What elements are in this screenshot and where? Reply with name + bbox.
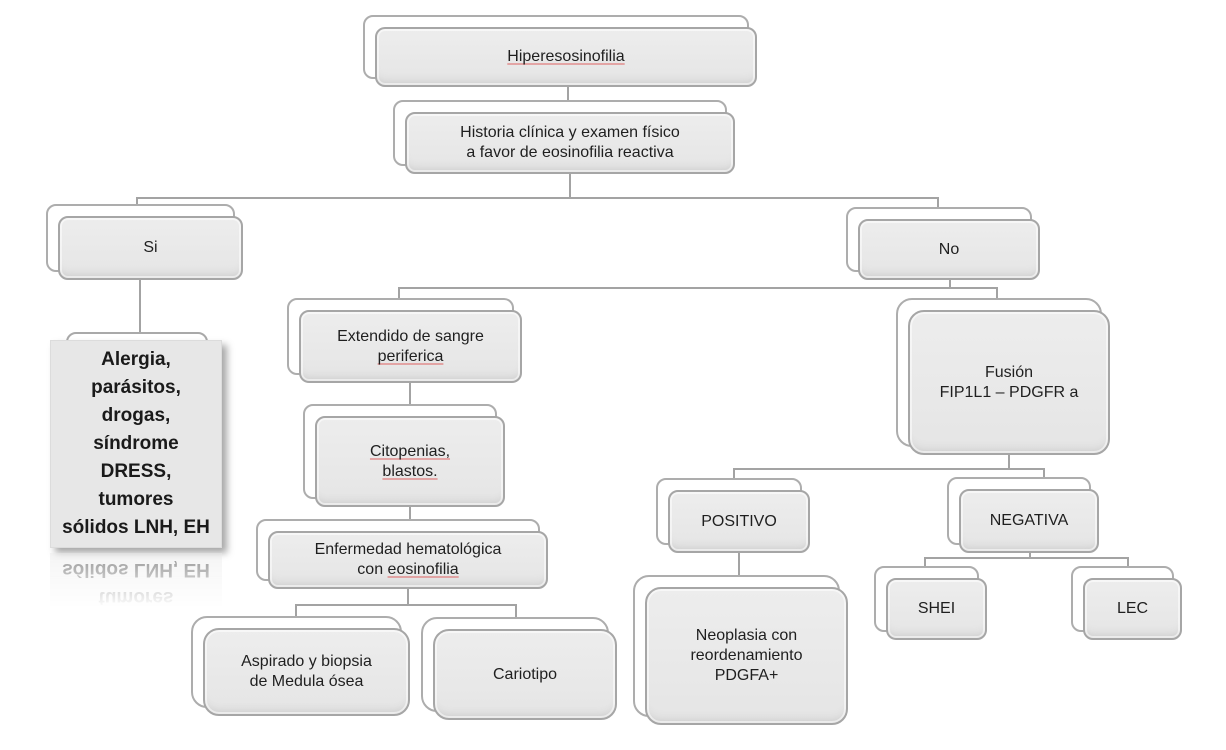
connector-fusion-down: [1008, 454, 1010, 469]
node-fusion-fip1l1-pdgfr-box: Fusión FIP1L1 – PDGFR a: [908, 310, 1110, 455]
node-si-box: Si: [58, 216, 243, 280]
connector-citopenias-to-enfermedad: [409, 506, 411, 520]
node-negativa: NEGATIVA: [947, 477, 1099, 553]
node-negativa-box: NEGATIVA: [959, 489, 1099, 553]
node-no-box: No: [858, 219, 1040, 280]
node-no: No: [846, 207, 1040, 280]
node-shei-label: SHEI: [917, 600, 956, 617]
node-alergia-list: Alergia, parásitos, drogas, síndrome DRE…: [50, 332, 222, 611]
connector-sino-branch: [137, 197, 939, 199]
node-historia-clinica-box: Historia clínica y examen físico a favor…: [405, 112, 735, 174]
node-cariotipo-label: Cariotipo: [492, 665, 558, 683]
node-shei: SHEI: [874, 566, 987, 640]
node-positivo: POSITIVO: [656, 478, 810, 553]
connector-enfermedad-branch: [296, 604, 517, 606]
connector-si-to-alergia: [139, 280, 141, 341]
node-positivo-label: POSITIVO: [701, 512, 777, 530]
node-hiperesosinofilia: Hiperesosinofilia: [363, 15, 757, 87]
connector-positivo-to-neoplasia: [738, 552, 740, 576]
connector-drop-shei: [924, 557, 926, 567]
node-alergia-list-reflection: tumores sólidos LNH, EH: [50, 553, 222, 611]
node-lec: LEC: [1071, 566, 1182, 640]
connector-drop-extendido: [398, 287, 400, 299]
node-aspirado-biopsia-label: Aspirado y biopsia de Medula ósea: [241, 653, 372, 690]
node-lec-box: LEC: [1083, 578, 1182, 640]
node-cariotipo: Cariotipo: [421, 617, 617, 720]
connector-drop-fusion: [996, 287, 998, 299]
node-si-label: Si: [143, 239, 158, 256]
node-negativa-label: NEGATIVA: [989, 512, 1069, 529]
connector-drop-aspirado: [295, 604, 297, 617]
node-hiperesosinofilia-label: Hiperesosinofilia: [507, 48, 625, 65]
node-aspirado-biopsia: Aspirado y biopsia de Medula ósea: [191, 616, 410, 716]
node-neoplasia-pdgfa-box: Neoplasia con reordenamiento PDGFA+: [645, 587, 848, 725]
node-citopenias-blastos-label: Citopenias,blastos.: [369, 442, 451, 480]
connector-negativa-down: [1029, 552, 1031, 559]
connector-extendido-to-citopenias: [409, 382, 411, 405]
node-historia-clinica-label: Historia clínica y examen físico a favor…: [460, 124, 680, 161]
connector-drop-si: [136, 197, 138, 207]
connector-fusion-branch: [734, 468, 1045, 470]
connector-no-branch: [399, 287, 997, 289]
node-si: Si: [46, 204, 243, 280]
connector-enfermedad-down: [407, 588, 409, 605]
connector-negativa-branch: [925, 557, 1129, 559]
connector-drop-no: [937, 197, 939, 209]
node-alergia-list-label: Alergia, parásitos, drogas, síndrome DRE…: [62, 349, 210, 538]
node-fusion-fip1l1-pdgfr-label: Fusión FIP1L1 – PDGFR a: [939, 363, 1079, 401]
node-citopenias-blastos: Citopenias,blastos.: [303, 404, 505, 507]
node-fusion-fip1l1-pdgfr: Fusión FIP1L1 – PDGFR a: [896, 298, 1110, 455]
node-citopenias-blastos-box: Citopenias,blastos.: [315, 416, 505, 507]
node-alergia-list-box: Alergia, parásitos, drogas, síndrome DRE…: [50, 340, 222, 548]
node-neoplasia-pdgfa: Neoplasia con reordenamiento PDGFA+: [633, 575, 848, 725]
node-neoplasia-pdgfa-label: Neoplasia con reordenamiento PDGFA+: [690, 627, 803, 684]
node-hiperesosinofilia-box: Hiperesosinofilia: [375, 27, 757, 87]
connector-drop-cariotipo: [515, 604, 517, 618]
node-cariotipo-box: Cariotipo: [433, 629, 617, 720]
node-historia-clinica: Historia clínica y examen físico a favor…: [393, 100, 735, 174]
node-shei-box: SHEI: [886, 578, 987, 640]
node-positivo-box: POSITIVO: [668, 490, 810, 553]
node-aspirado-biopsia-box: Aspirado y biopsia de Medula ósea: [203, 628, 410, 716]
connector-no-down: [949, 279, 951, 289]
connector-historia-down: [569, 172, 571, 199]
node-lec-label: LEC: [1116, 600, 1149, 617]
node-no-label: No: [938, 240, 960, 258]
connector-drop-negativa: [1043, 468, 1045, 478]
connector-drop-positivo: [733, 468, 735, 479]
connector-drop-lec: [1127, 557, 1129, 567]
